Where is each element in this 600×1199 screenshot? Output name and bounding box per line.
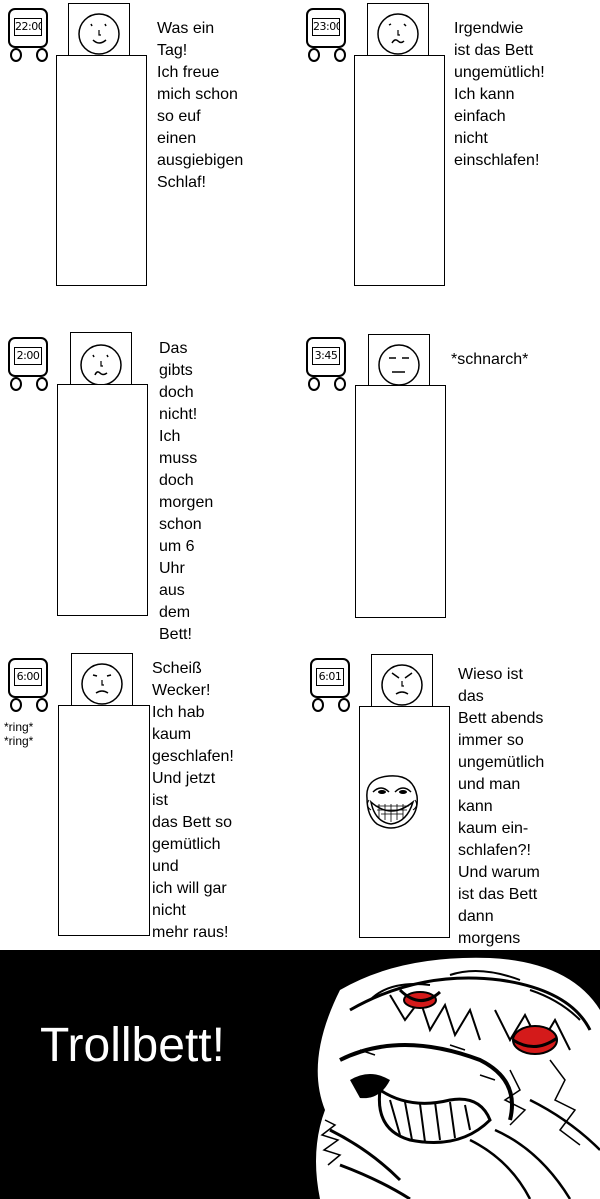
speech-text: Was ein Tag! Ich freue mich schon so euf… [157,20,244,191]
sad-face-icon [80,344,122,386]
happy-face-icon [78,13,120,55]
face-box [71,653,133,707]
face-box [367,3,429,57]
trollface-icon [366,775,418,829]
footer-panel: Trollbett! [0,950,600,1199]
speech-text: Scheiß Wecker! Ich hab kaum geschlafen! … [152,660,234,941]
speech-text: Wieso ist das Bett abends immer so ungem… [458,666,545,991]
alarm-clock-icon: 23:00 [306,8,346,62]
bed [56,55,147,286]
worried-face-icon [377,13,419,55]
ring-sound-text: *ring* *ring* [4,720,34,748]
clock-time: 22:00 [14,18,42,36]
bed [359,706,450,938]
alarm-clock-icon: 6:00 [8,658,48,712]
clock-time: 6:00 [14,668,42,686]
clock-time: 2:00 [14,347,42,365]
face-box [371,654,433,708]
alarm-clock-icon: 6:01 [310,658,350,712]
clock-time: 23:00 [312,18,340,36]
face-box [368,334,430,388]
alarm-clock-icon: 2:00 [8,337,48,391]
angry-face-icon [381,664,423,706]
frown-face-icon [81,663,123,705]
bed [58,705,150,936]
rage-face-icon [316,957,600,1199]
clock-time: 3:45 [312,347,340,365]
alarm-clock-icon: 3:45 [306,337,346,391]
speech-text: *schnarch* [451,351,529,368]
footer-title: Trollbett! [40,1019,225,1072]
alarm-clock-icon: 22:00 [8,8,48,62]
bed [355,385,446,618]
face-box [68,3,130,57]
bed [57,384,148,616]
clock-time: 6:01 [316,668,344,686]
bed [354,55,445,286]
sleeping-face-icon [378,344,420,386]
face-box [70,332,132,386]
speech-text: Das gibts doch nicht! Ich muss doch morg… [159,340,214,643]
speech-text: Irgendwie ist das Bett ungemütlich! Ich … [454,20,545,169]
